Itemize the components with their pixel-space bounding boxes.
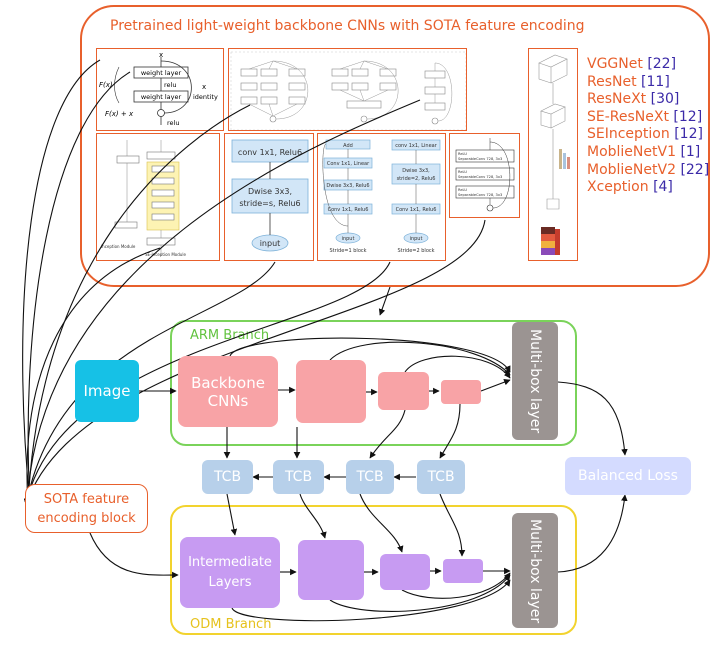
- resnet-identity-x-label: x: [202, 83, 206, 91]
- arm-feature-block-4: [441, 380, 481, 404]
- mobilenet-v2-thumbnail: Add Conv 1x1, Linear Dwise 3x3, Relu6 Co…: [317, 133, 446, 261]
- backbone-panel: [80, 5, 710, 287]
- tcb-block-3: TCB: [346, 460, 394, 494]
- mobilenet-v1-diagram: conv 1x1, Relu6 Dwise 3x3, stride=s, Rel…: [231, 139, 309, 252]
- xception-row-6: SeparableConv 728, 3x3: [458, 193, 502, 197]
- mv2-right-input: input: [410, 236, 423, 242]
- backbone-panel-title: Pretrained light-weight backbone CNNs wi…: [110, 18, 585, 34]
- xception-row-1: ReLU: [458, 152, 467, 156]
- mobilenet-v1-thumbnail: conv 1x1, Relu6 Dwise 3x3, stride=s, Rel…: [224, 133, 314, 261]
- weight-layer-2-label: weight layer: [141, 93, 182, 101]
- sota-encoding-block: SOTA feature encoding block: [25, 484, 148, 533]
- resnext-block-thumbnail: [228, 48, 467, 131]
- arm-multibox-label: Multi-box layer: [527, 329, 543, 434]
- arm-feature-block-2: [296, 360, 366, 423]
- resnet-block-thumbnail: x F(x) weight layer relu weight layer x …: [96, 48, 224, 131]
- odm-feature-block-4: [443, 559, 483, 583]
- mv2-right-layer-2b: stride=2, Relu6: [397, 176, 436, 182]
- balanced-loss-block: Balanced Loss: [565, 457, 691, 495]
- model-item-seinception: SEInception [12]: [587, 126, 703, 143]
- mv2-add-label: Add: [343, 143, 353, 149]
- model-item-xception: Xception [4]: [587, 179, 673, 196]
- arm-multibox-layer: Multi-box layer: [512, 322, 558, 440]
- tcb-label-1: TCB: [213, 469, 242, 485]
- odm-multibox-layer: Multi-box layer: [512, 513, 558, 628]
- odm-branch-container: [170, 505, 577, 635]
- resnet-relu-out-label: relu: [167, 119, 179, 127]
- backbone-cnns-block: Backbone CNNs: [178, 356, 278, 427]
- balanced-loss-label: Balanced Loss: [578, 468, 678, 484]
- resnet-fx-label: F(x): [99, 81, 113, 89]
- mobilenet-v2-diagram: Add Conv 1x1, Linear Dwise 3x3, Relu6 Co…: [322, 139, 441, 254]
- odm-multibox-label: Multi-box layer: [527, 518, 543, 623]
- model-item-mobilenetv2: MoblieNetV2 [22]: [587, 161, 710, 178]
- odm-branch-label: ODM Branch: [190, 617, 272, 632]
- tcb-block-4: TCB: [417, 460, 465, 494]
- odm-feature-block-3: [380, 554, 430, 590]
- mv2-left-layer-2: Dwise 3x3, Relu6: [326, 183, 369, 189]
- mv2-right-layer-1: conv 1x1, Linear: [395, 143, 438, 149]
- intermediate-layers-block: Intermediate Layers: [180, 537, 280, 608]
- mv1-dwise-box: [231, 178, 309, 214]
- se-inception-diagram: Inception Module SE-Inception Module: [101, 140, 186, 257]
- backbone-model-list: VGGNet [22] ResNet [11] ResNeXt [30] SE-…: [587, 56, 709, 197]
- mv2-right-caption: Stride=2 block: [397, 248, 434, 254]
- model-item-resnet: ResNet [11]: [587, 73, 670, 90]
- resnet-identity-label: identity: [193, 93, 218, 101]
- se-inception-thumbnail: Inception Module SE-Inception Module: [96, 133, 220, 261]
- sota-encoding-label: SOTA feature encoding block: [37, 491, 136, 526]
- network-architecture-thumbnail: [528, 48, 578, 261]
- resnet-x-label: x: [159, 51, 163, 59]
- inception-module-caption: Inception Module: [101, 244, 136, 249]
- image-input-block: Image: [75, 360, 139, 422]
- se-inception-caption: SE-Inception Module: [145, 252, 186, 257]
- model-item-vggnet: VGGNet [22]: [587, 56, 677, 72]
- xception-row-3: ReLU: [458, 170, 467, 174]
- tcb-block-1: TCB: [202, 460, 253, 494]
- xception-row-5: ReLU: [458, 188, 467, 192]
- mv1-conv-label: conv 1x1, Relu6: [238, 148, 302, 157]
- resnet-block-diagram: x F(x) weight layer relu weight layer x …: [99, 51, 218, 127]
- tcb-label-2: TCB: [284, 469, 313, 485]
- tcb-label-4: TCB: [427, 469, 455, 485]
- mv2-left-layer-1: Conv 1x1, Linear: [327, 161, 370, 167]
- resnet-sum-label: F(x) + x: [105, 110, 134, 118]
- mv1-dwise-label-1: Dwise 3x3,: [248, 187, 292, 196]
- xception-block-diagram: ReLU SeparableConv 728, 3x3 ReLU Separab…: [455, 138, 515, 212]
- arm-branch-label: ARM Branch: [190, 328, 270, 343]
- mv2-left-caption: Stride=1 block: [329, 248, 366, 254]
- model-item-mobilenetv1: MoblieNetV1 [1]: [587, 143, 701, 160]
- xception-row-2: SeparableConv 728, 3x3: [458, 157, 502, 161]
- resnet-relu-mid-label: relu: [164, 81, 176, 89]
- mv1-input-label: input: [260, 239, 281, 248]
- mv1-dwise-label-2: stride=s, Relu6: [239, 199, 300, 208]
- arm-feature-block-3: [378, 372, 429, 410]
- mv2-right-layer-2a: Dwise 3x3,: [402, 168, 430, 174]
- mv2-right-layer-3: Conv 1x1, Relu6: [396, 207, 437, 213]
- xception-row-4: SeparableConv 728, 3x3: [458, 175, 502, 179]
- network-architecture-diagram: [538, 54, 570, 255]
- xception-block-thumbnail: ReLU SeparableConv 728, 3x3 ReLU Separab…: [449, 133, 520, 218]
- intermediate-layers-label: Intermediate Layers: [188, 554, 272, 590]
- odm-feature-block-2: [298, 540, 364, 600]
- model-item-resnext: ResNeXt [30]: [587, 91, 680, 108]
- mv2-left-layer-3: Conv 1x1, Relu6: [328, 207, 369, 213]
- backbone-cnns-label: Backbone CNNs: [191, 373, 265, 410]
- resnext-block-diagram: [230, 51, 466, 130]
- arm-branch-container: [170, 320, 577, 446]
- model-item-se-resnext: SE-ResNeXt [12]: [587, 108, 703, 125]
- tcb-block-2: TCB: [273, 460, 324, 494]
- weight-layer-1-label: weight layer: [141, 69, 182, 77]
- tcb-label-3: TCB: [356, 469, 384, 485]
- mv2-left-input: input: [342, 236, 355, 242]
- image-input-label: Image: [83, 382, 131, 400]
